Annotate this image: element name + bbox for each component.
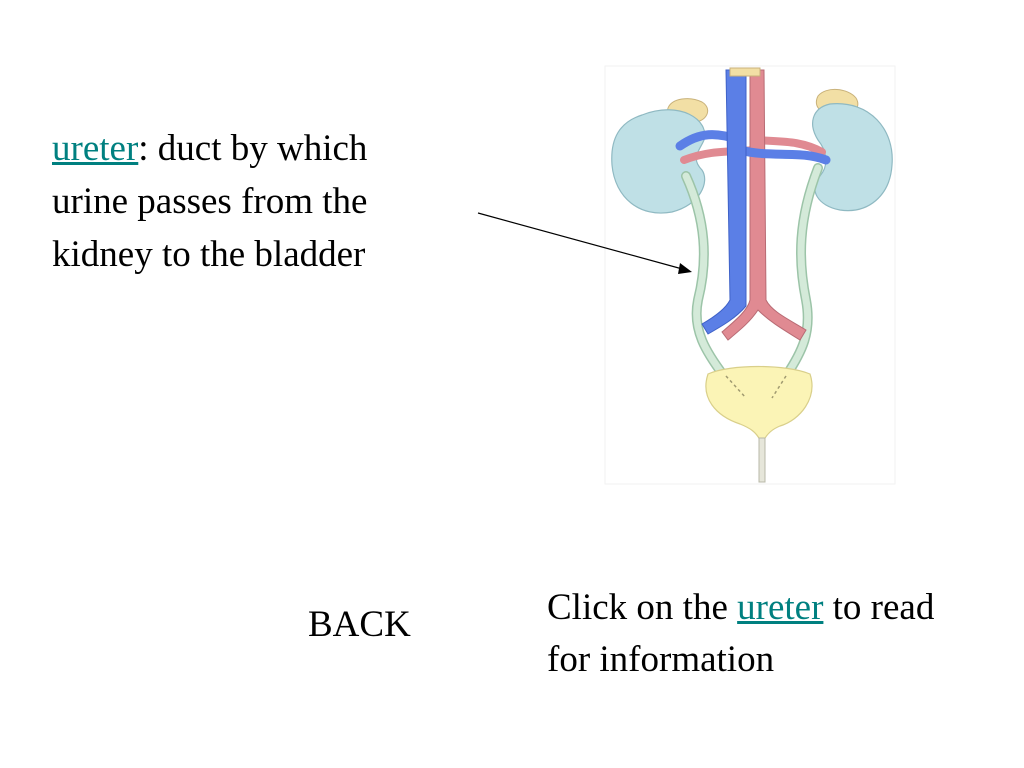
vena-cava	[701, 69, 747, 335]
aorta	[721, 69, 807, 341]
left-ureter-fill	[682, 172, 728, 380]
ureter-term-link[interactable]: ureter	[52, 128, 139, 169]
pointer-arrowhead	[678, 263, 692, 274]
instruction-prefix: Click on the	[547, 587, 738, 628]
ureter-definition-text: : duct by which urine passes from the ki…	[52, 128, 368, 275]
urethra	[758, 437, 766, 483]
right-kidney	[812, 103, 893, 212]
ureter-openings	[725, 375, 787, 399]
right-renal-vein	[735, 145, 831, 165]
ureter-definition: ureter: duct by which urine passes from …	[52, 122, 452, 281]
instruction-text: Click on the ureter to read for informat…	[547, 582, 967, 686]
instruction-suffix: to read for information	[547, 587, 935, 680]
back-button[interactable]: BACK	[308, 604, 411, 645]
bladder	[705, 365, 813, 441]
right-ureter-fill	[782, 164, 822, 380]
ureter-link[interactable]: ureter	[737, 587, 824, 628]
diagram-image-border	[604, 65, 896, 485]
vessel-tops	[729, 67, 761, 77]
pointer-arrow-line	[477, 212, 687, 271]
